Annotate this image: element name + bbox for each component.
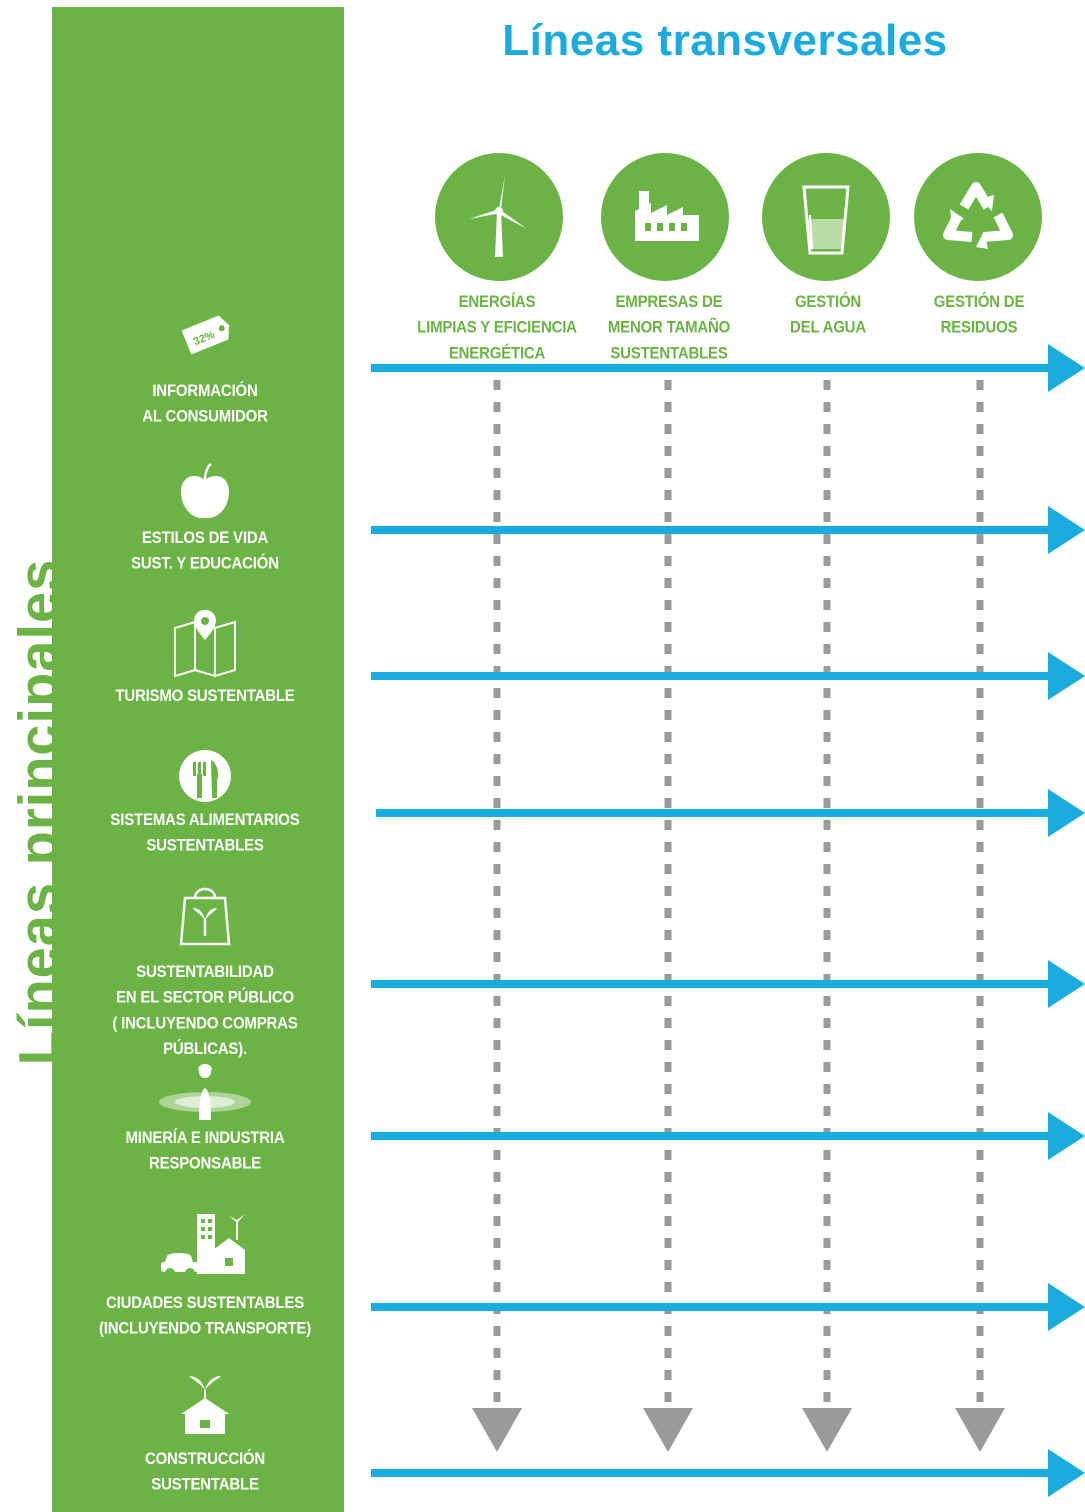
row-label-tourism: TURISMO SUSTENTABLE xyxy=(115,686,295,706)
sprout-house-icon xyxy=(181,1376,229,1434)
principal-arrow-head xyxy=(1048,789,1085,837)
row-icon-public-sector xyxy=(155,878,255,948)
transversal-down-arrow xyxy=(643,1408,693,1452)
principal-arrow-head xyxy=(1048,1449,1085,1497)
row-icon-cities xyxy=(155,1210,255,1280)
transversal-down-arrow xyxy=(472,1408,522,1452)
transversal-circle-business xyxy=(601,153,729,281)
factory-icon xyxy=(601,153,729,281)
city-icon xyxy=(161,1214,245,1278)
principal-arrow-head xyxy=(1048,344,1085,392)
price-tag-icon: 32% xyxy=(181,315,230,355)
main-title: Líneas transversales xyxy=(502,16,948,65)
principal-arrow-head xyxy=(1048,652,1085,700)
transversal-circle-water xyxy=(762,153,890,281)
transversal-down-arrow xyxy=(802,1408,852,1452)
map-pin-icon xyxy=(174,610,236,678)
row-label-cities: CIUDADES SUSTENTABLES(INCLUYENDO TRANSPO… xyxy=(98,1293,312,1339)
principal-arrow-head xyxy=(1048,1112,1085,1160)
principal-arrow-head xyxy=(1048,960,1085,1008)
mining-worker-icon xyxy=(159,1064,251,1120)
water-glass-icon xyxy=(762,153,890,281)
row-icon-construction xyxy=(155,1370,255,1440)
transversal-circle-energy xyxy=(435,153,563,281)
transversal-circle-waste xyxy=(914,153,1042,281)
apple-icon xyxy=(181,462,229,519)
transversal-down-arrow xyxy=(955,1408,1005,1452)
row-icon-consumer-info: 32% xyxy=(155,300,255,370)
row-icon-food xyxy=(155,740,255,810)
fork-knife-icon xyxy=(179,750,231,802)
wind-turbine-icon xyxy=(435,153,563,281)
row-icon-mining xyxy=(155,1058,255,1128)
principal-arrow-head xyxy=(1048,506,1085,554)
recycle-icon xyxy=(914,153,1042,281)
row-icon-lifestyles xyxy=(155,460,255,530)
row-icon-tourism xyxy=(155,608,255,678)
principal-arrow-head xyxy=(1048,1283,1085,1331)
shopping-bag-icon xyxy=(179,887,231,946)
